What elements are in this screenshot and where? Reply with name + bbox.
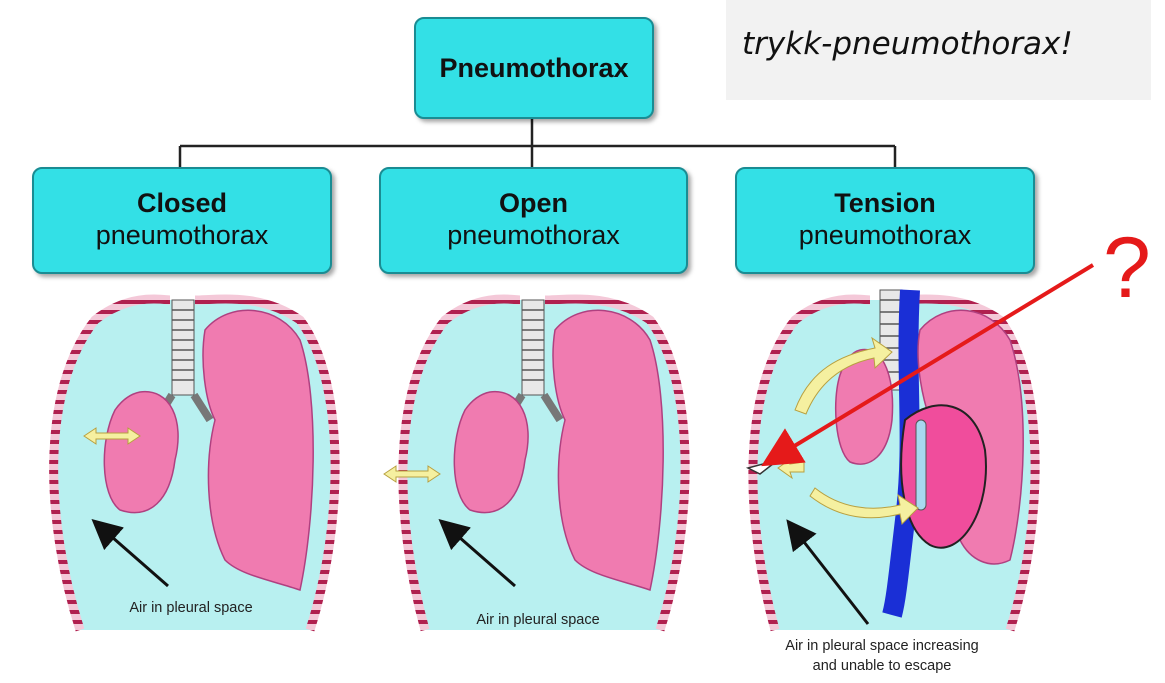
closed-lung-illustration [54,299,335,630]
question-mark: ? [1103,225,1151,311]
closed-subtitle: pneumothorax [34,219,330,251]
root-node: Pneumothorax [414,17,654,119]
root-title: Pneumothorax [416,19,652,117]
note-text: trykk-pneumothorax! [742,26,1073,62]
tension-node: Tension pneumothorax [735,167,1035,274]
tension-caption-line1: Air in pleural space increasing [742,638,1022,654]
tension-caption-line2: and unable to escape [742,658,1022,674]
closed-title: Closed [34,187,330,219]
note-box: trykk-pneumothorax! [726,0,1151,100]
tension-title: Tension [737,187,1033,219]
open-caption: Air in pleural space [453,612,623,628]
closed-node: Closed pneumothorax [32,167,332,274]
tension-lung-illustration [748,290,1035,630]
open-subtitle: pneumothorax [381,219,686,251]
tree-connectors [180,118,895,168]
tension-subtitle: pneumothorax [737,219,1033,251]
open-title: Open [381,187,686,219]
open-lung-illustration [384,299,685,630]
open-node: Open pneumothorax [379,167,688,274]
closed-caption: Air in pleural space [106,600,276,616]
